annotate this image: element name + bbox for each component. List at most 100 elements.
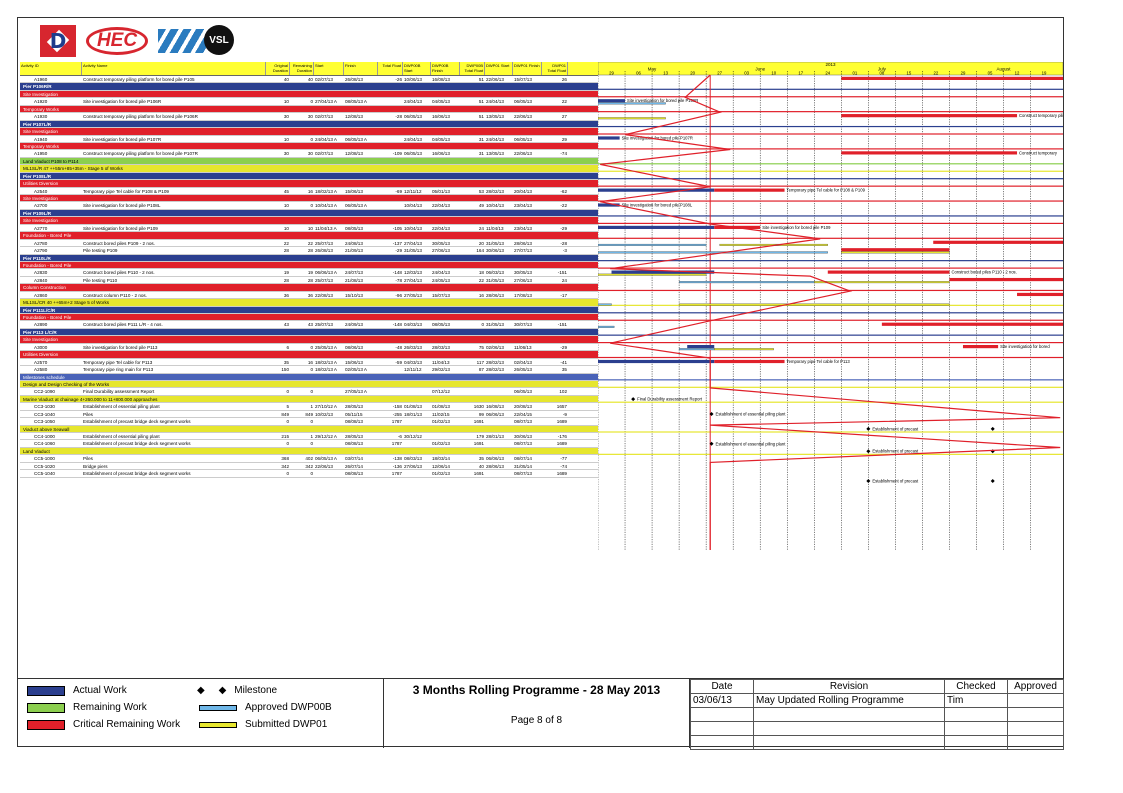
cell-ds: 08/03/13 — [404, 456, 422, 462]
cell-d1t: -3 — [562, 248, 567, 254]
cell-id: CC2-1090 — [34, 389, 55, 395]
cell-tf: -136 — [392, 463, 402, 469]
group-row: Utilities Diversion — [20, 351, 598, 359]
milestone-label: Establishment of essential piling plant — [716, 411, 787, 416]
cell-rd: 22 — [307, 240, 313, 246]
cell-fi: 08/06/13 — [345, 344, 363, 350]
group-band — [598, 356, 1063, 359]
cell-tf: -26 — [395, 77, 402, 82]
group-label: Design and Design Checking of the Works — [23, 381, 110, 387]
cell-ds: 24/04/13 — [404, 136, 422, 142]
cell-rd: 0 — [310, 441, 313, 447]
cell-od: 45 — [283, 188, 289, 194]
cell-fi: 26/07/14 — [345, 463, 363, 469]
cell-name: Construct column P110 - 2 nos. — [83, 292, 148, 298]
group-row: Land Viaduct — [20, 447, 598, 456]
cell-d1t: -74 — [560, 151, 567, 157]
title-block: 3 Months Rolling Programme - 28 May 2013… — [384, 678, 690, 748]
cell-dt: 0 — [481, 322, 484, 328]
cell-ds: 04/03/13 — [404, 359, 422, 365]
cell-dt: 99 — [478, 411, 484, 417]
cell-d1s: 11/04/13 — [486, 225, 504, 231]
group-label: Site Investigation — [23, 196, 58, 201]
cell-name: Construct temporary piling platform for … — [83, 114, 198, 120]
cell-st: 22/06/13 — [315, 463, 333, 469]
gantt-bar — [1017, 292, 1063, 297]
cell-fi: 08/08/13 — [345, 441, 363, 447]
cell-tf: -158 — [392, 404, 402, 410]
baseline-bar — [598, 303, 612, 306]
baseline-bar — [598, 251, 828, 254]
cell-fi: 06/05/13 A — [345, 136, 367, 142]
cell-st: 25/05/13 A — [315, 344, 337, 350]
group-row: Site Investigation — [20, 217, 598, 225]
col-dwp01-start: DWP01 Start — [485, 62, 513, 75]
table-header: Activity ID Activity Name Original Durat… — [20, 62, 598, 76]
col-dwp00b-start: DWP00B Start — [403, 62, 431, 75]
cell-od: 0 — [286, 389, 289, 395]
cell-ds: 30/12/12 — [404, 434, 422, 439]
group-band — [598, 88, 1063, 90]
cell-name: Site investigation for bored pile P106R — [83, 99, 162, 105]
gantt-bar — [949, 277, 1063, 282]
group-label: Utilities Diversion — [23, 352, 59, 358]
milestone-icon: ◆ ◆ — [197, 685, 227, 696]
legend-remaining-label: Remaining Work — [73, 702, 147, 713]
cell-df: 08/05/13 — [432, 322, 450, 328]
cell-od: 368 — [281, 456, 289, 462]
milestone-icon — [709, 441, 714, 446]
milestone-icon — [709, 411, 714, 416]
cell-dt: 16 — [478, 292, 484, 298]
group-row: Temporary Works — [20, 142, 598, 151]
cell-d1s: 28/06/13 — [486, 463, 504, 469]
cell-ds: 12/11/12 — [404, 188, 422, 194]
baseline-bar — [841, 251, 950, 254]
cell-d1s: 06/03/13 — [486, 270, 504, 276]
cell-st: 06/05/13 A — [315, 456, 337, 462]
cell-d1t: -29 — [560, 225, 567, 231]
rev-checked: Tim — [944, 693, 1008, 708]
gantt-bar-label: Temporary pipe Tel cable for P108 & P109 — [787, 188, 866, 193]
timescale-week: 13 — [663, 71, 668, 76]
cell-dt: 20 — [478, 240, 484, 246]
cell-fi: 28/05/13 — [345, 404, 363, 410]
cell-d1s: 31/05/13 — [486, 322, 504, 328]
gantt-bar — [598, 225, 715, 229]
cell-d1t: -77 — [560, 456, 567, 462]
cell-name: Site investigation for bored pile P113 — [83, 344, 158, 350]
gantt-bar-label: Site investigation for bored pile P108L — [622, 202, 693, 207]
cell-st — [314, 418, 344, 424]
group-label: Foundation - Bored Pile — [23, 262, 72, 268]
baseline-bar — [598, 102, 666, 105]
cell-id: A2890 — [34, 322, 48, 328]
baseline-bar — [598, 273, 707, 276]
cell-d1s: 28/02/13 — [486, 359, 504, 365]
legend-actual: Actual Work — [27, 685, 127, 696]
cell-dt: 24 — [478, 225, 484, 231]
cell-name: Site investigation for bored pile P107R — [83, 136, 162, 142]
cell-df: 28/03/13 — [432, 344, 450, 350]
cell-od: 19 — [283, 270, 289, 276]
cell-id: A2570 — [34, 359, 48, 365]
group-label: Marine Viaduct at chainage 4+260.000 to … — [23, 396, 158, 402]
cell-id: A2790 — [34, 248, 48, 254]
cell-name: Temporary pipe Tel cable for P113 — [83, 359, 153, 365]
gantt-bar-label: Construct temporary — [1019, 150, 1058, 155]
cell-df: 04/05/13 — [432, 99, 450, 105]
gantt-bar — [687, 345, 715, 349]
timescale-week: 29 — [961, 71, 966, 76]
group-row: Pier P113 L/C/R — [20, 328, 598, 337]
legend-actual-label: Actual Work — [73, 685, 127, 696]
cell-ds: 10/06/13 — [404, 77, 422, 82]
cell-od: 215 — [281, 434, 289, 439]
vsl-logo-text: VSL — [204, 25, 234, 55]
group-band — [598, 125, 1063, 128]
cell-ds — [403, 440, 431, 446]
gantt-bar — [598, 188, 715, 192]
cell-st: 06/06/13 A — [315, 270, 337, 276]
